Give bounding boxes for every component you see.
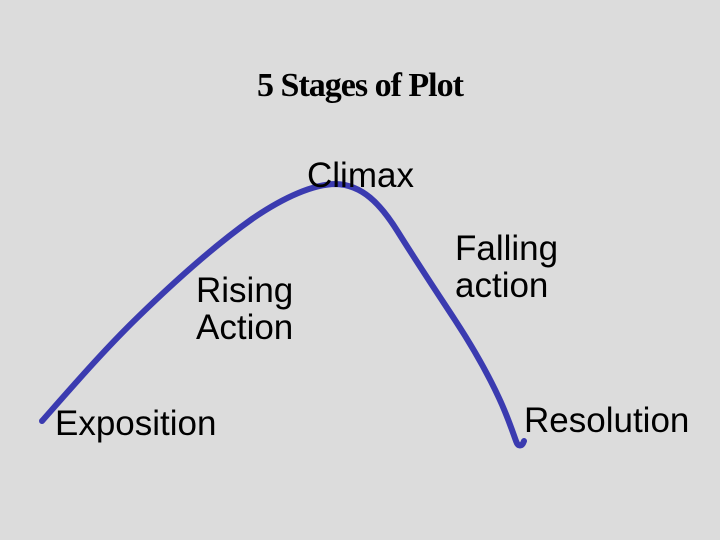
stage-label-falling-action: Falling action [455, 230, 558, 304]
stage-label-climax: Climax [307, 157, 414, 194]
plot-curve [39, 181, 527, 449]
stage-label-rising-line-1: Rising [196, 271, 294, 310]
stage-label-resolution-line: Resolution [524, 401, 690, 440]
stage-label-exposition: Exposition [55, 405, 216, 442]
stage-label-resolution: Resolution [524, 402, 689, 439]
stage-label-climax-line: Climax [307, 156, 414, 195]
stage-label-rising-line-2: Action [196, 308, 294, 347]
stage-label-rising-action: Rising Action [196, 272, 293, 346]
stage-label-falling-line-1: Falling [455, 229, 559, 268]
stage-label-falling-line-2: action [455, 266, 549, 305]
stage-label-exposition-line: Exposition [55, 404, 217, 443]
slide-title: 5 Stages of Plot [257, 67, 464, 104]
